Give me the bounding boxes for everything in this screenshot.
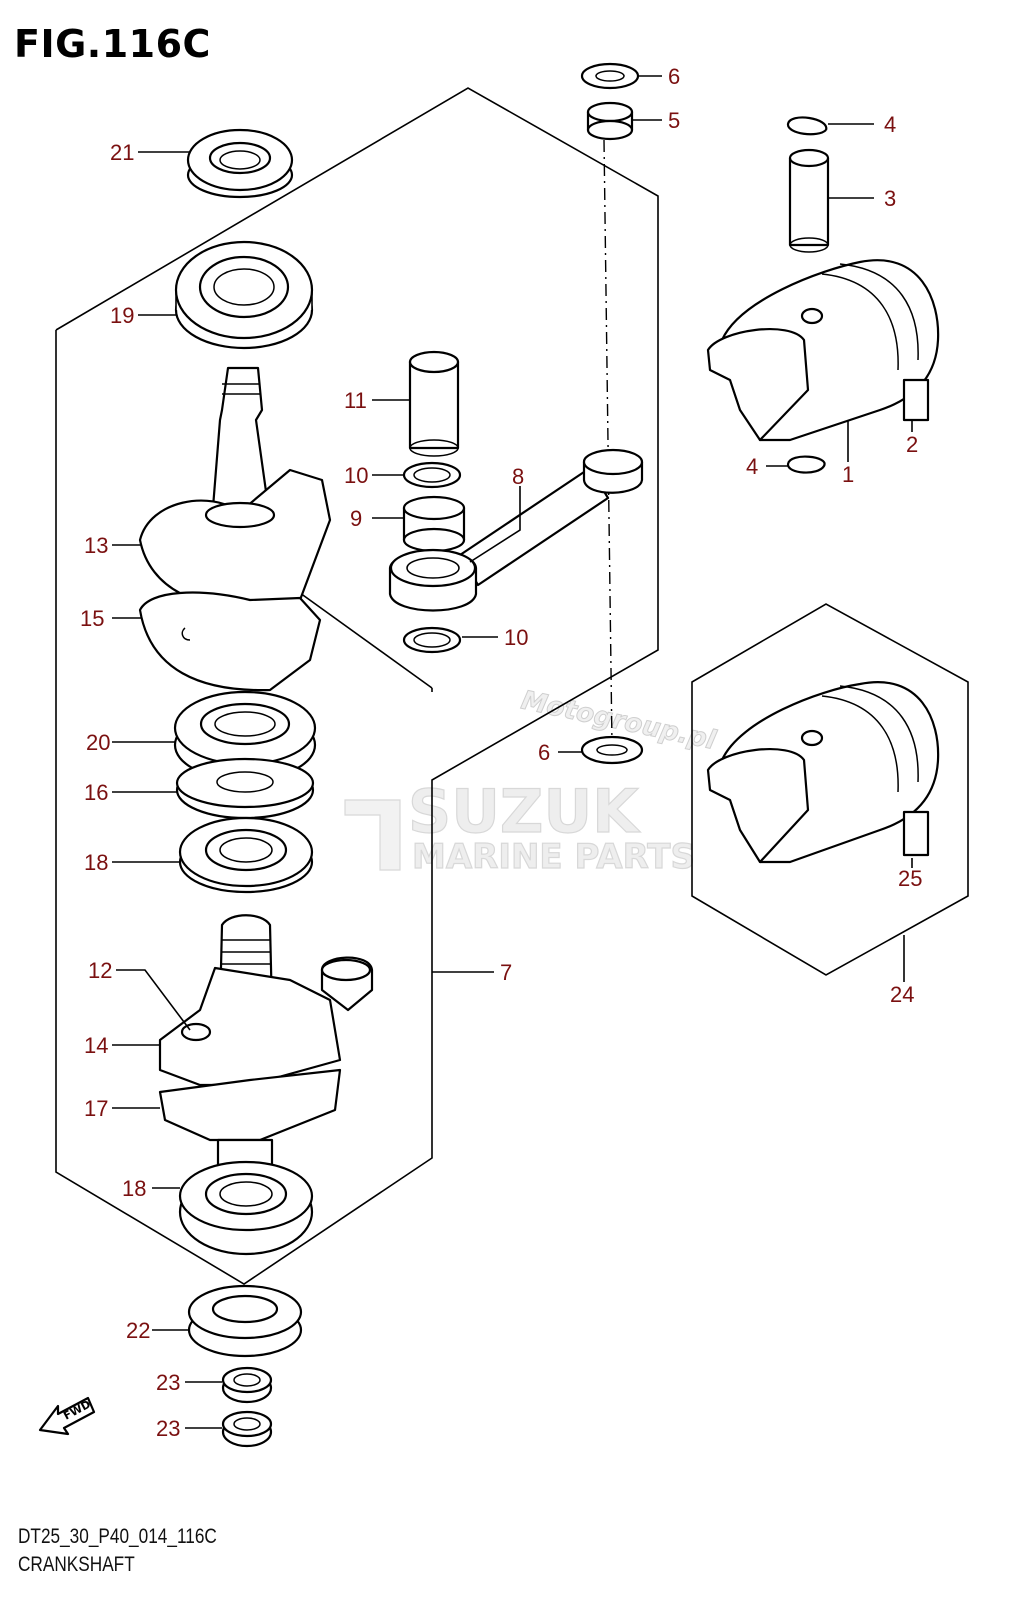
watermark-brand: SUZUK [408, 777, 641, 847]
figure-name: CRANKSHAFT [18, 1553, 135, 1576]
watermark-subtitle: MARINE PARTS [412, 837, 695, 877]
piston-1 [706, 259, 940, 442]
washer-10-upper [402, 461, 462, 489]
oil-seal-23-b [221, 1410, 273, 1448]
piston-pin-3 [788, 148, 830, 253]
centerline [603, 139, 613, 746]
lower-crank-web-12-14-17 [158, 914, 374, 1167]
piston-rings-25 [902, 810, 930, 857]
callout-16: 16 [84, 780, 108, 805]
callout-8: 8 [512, 464, 524, 489]
figure-title: FIG.116C [14, 22, 211, 66]
needle-bearing-9 [402, 495, 466, 553]
callout-6-top: 6 [668, 64, 680, 89]
connecting-rod-8 [388, 448, 644, 612]
callout-13: 13 [84, 533, 108, 558]
callout-23-b: 23 [156, 1416, 180, 1441]
callout-22: 22 [126, 1318, 150, 1343]
rod-alignment-line [281, 579, 433, 689]
fwd-arrow-icon: FWD [38, 1396, 96, 1436]
piston-pin-11 [408, 350, 460, 457]
callout-5: 5 [668, 108, 680, 133]
callout-24: 24 [890, 982, 914, 1007]
assembly-frame-7 [55, 87, 659, 1285]
callout-10-upper: 10 [344, 463, 368, 488]
callout-23-a: 23 [156, 1370, 180, 1395]
piston-rings-2 [902, 378, 930, 422]
needle-bearing-5 [586, 101, 634, 141]
callout-1: 1 [842, 462, 854, 487]
bearing-18-upper [178, 816, 314, 894]
figure-code: DT25_30_P40_014_116C [18, 1525, 217, 1548]
callout-labels: 21 19 13 15 20 16 18 12 14 17 18 22 23 2… [80, 64, 922, 1441]
callout-18-upper: 18 [84, 850, 108, 875]
callout-25: 25 [898, 866, 922, 891]
callout-20: 20 [86, 730, 110, 755]
callout-7: 7 [500, 960, 512, 985]
washer-16 [175, 757, 315, 820]
assembly-frame-24 [691, 603, 969, 976]
upper-crank-web-13-15 [138, 366, 332, 692]
circlip-4-top [786, 116, 828, 136]
callout-4-bottom: 4 [746, 454, 758, 479]
leader-lines [112, 75, 913, 1429]
callout-14: 14 [84, 1033, 108, 1058]
piston-assembly-24 [706, 681, 940, 864]
bearing-18-lower [178, 1160, 314, 1256]
callout-12: 12 [88, 958, 112, 983]
oil-seal-21 [186, 128, 294, 199]
callout-21: 21 [110, 140, 134, 165]
oil-seal-23-a [221, 1366, 273, 1404]
watermark-logo-shape [344, 799, 401, 871]
oil-seal-22 [187, 1284, 303, 1358]
callout-10-lower: 10 [504, 625, 528, 650]
circlip-4-bottom [786, 455, 826, 474]
callout-11: 11 [344, 388, 367, 413]
washer-10-lower [402, 626, 462, 654]
callout-19: 19 [110, 303, 134, 328]
washer-6-top [580, 62, 640, 90]
washer-6-lower [580, 735, 644, 765]
callout-4-top: 4 [884, 112, 896, 137]
callout-3: 3 [884, 186, 896, 211]
callout-9: 9 [350, 506, 362, 531]
callout-17: 17 [84, 1096, 108, 1121]
callout-2: 2 [906, 432, 918, 457]
bearing-19 [174, 240, 314, 350]
watermark: Motogroup.pl SUZUK MARINE PARTS [344, 685, 720, 878]
callout-18-lower: 18 [122, 1176, 146, 1201]
callout-6-lower: 6 [538, 740, 550, 765]
callout-15: 15 [80, 606, 104, 631]
